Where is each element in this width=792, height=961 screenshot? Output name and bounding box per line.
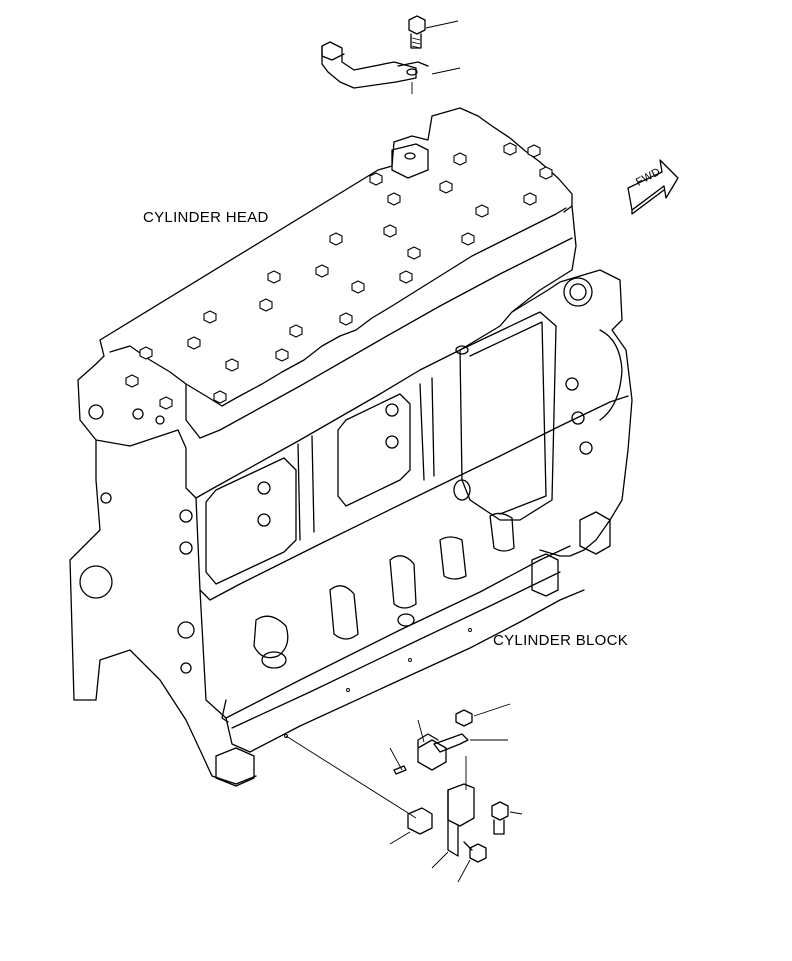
upper-bracket — [321, 41, 461, 94]
lower-parts — [285, 703, 523, 883]
cylinder-block-label: CYLINDER BLOCK — [493, 632, 629, 649]
head-bolts — [125, 142, 553, 410]
fwd-arrow — [627, 159, 679, 215]
cylinder-block — [69, 269, 633, 787]
cylinder-head — [77, 107, 577, 499]
top-bolt — [408, 15, 459, 49]
cylinder-head-label: CYLINDER HEAD — [143, 209, 269, 226]
